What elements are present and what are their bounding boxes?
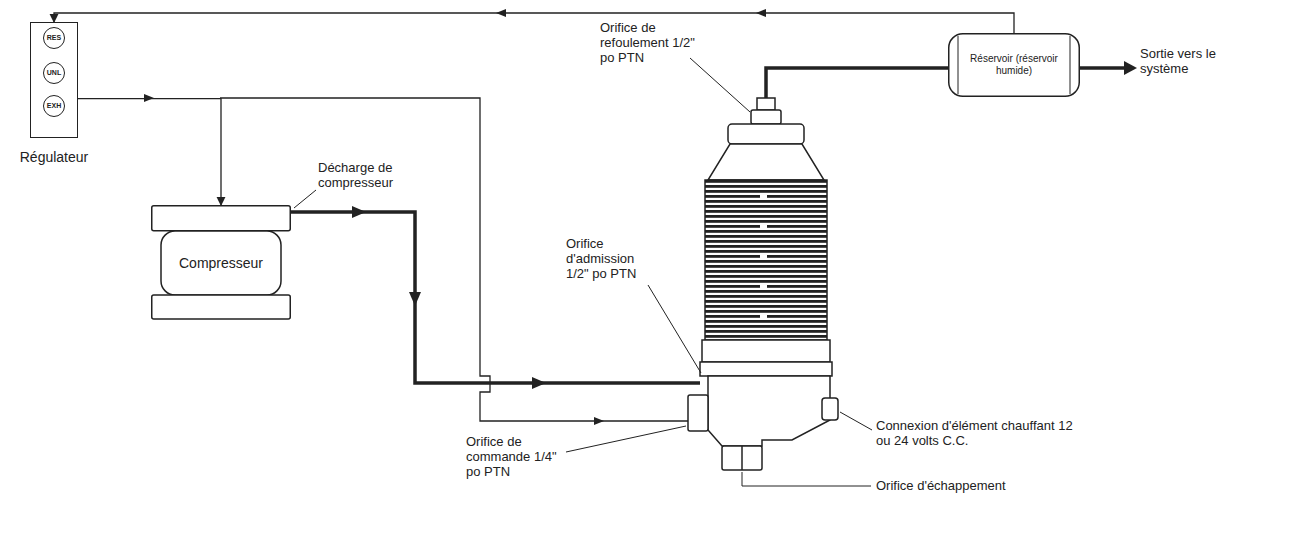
flow-arrow <box>1124 61 1137 75</box>
port-circle: RES <box>43 27 65 49</box>
dryer-cap <box>708 144 824 180</box>
port-code: RES <box>47 34 61 42</box>
regulator-heading: Régulateur <box>20 149 89 165</box>
flow-arrow <box>532 377 546 389</box>
delivery-line <box>766 68 948 100</box>
port-label: Orifice de refoulement 1/2" po PTN <box>600 20 700 65</box>
dryer-cap <box>728 124 804 144</box>
dryer-base <box>702 340 830 362</box>
control-port <box>688 395 708 431</box>
exhaust-port <box>722 446 762 470</box>
air-line <box>78 99 221 205</box>
connector-label: Connexion d'élément chauffant 12 ou 24 v… <box>876 418 1076 448</box>
compressor-label: Compresseur <box>179 255 263 271</box>
dryer-housing <box>708 376 830 446</box>
flow-arrow <box>594 417 604 425</box>
port-code: UNL <box>47 69 61 77</box>
system-line <box>1080 66 1126 70</box>
port-nut <box>757 98 775 110</box>
port-label: Orifice d'admission 1/2" po PTN <box>566 236 650 281</box>
compressor: Compresseur <box>151 205 291 320</box>
port-label: Décharge de compresseur <box>318 160 408 190</box>
leader-lines <box>294 58 872 486</box>
regulator-box: RégulateurRESUNLEXH <box>30 22 78 138</box>
flow-arrow <box>409 292 421 306</box>
air-dryer <box>688 98 838 470</box>
port-code: EXH <box>47 102 61 110</box>
flow-arrow <box>352 206 366 218</box>
air-line <box>54 13 1014 33</box>
port-label: Orifice d'échappement <box>876 478 1046 493</box>
dryer-base <box>700 362 832 376</box>
reservoir-tank: Réservoir (réservoir humide) <box>948 33 1080 97</box>
port-circle: EXH <box>43 95 65 117</box>
tank-label: Réservoir (réservoir humide) <box>968 53 1060 77</box>
port-nut <box>751 110 781 124</box>
control-line <box>220 98 688 421</box>
port-label: Orifice de commande 1/4" po PTN <box>466 434 570 479</box>
cooling-fins <box>705 180 827 340</box>
port-circle: UNL <box>43 62 65 84</box>
output-label: Sortie vers le système <box>1140 46 1250 76</box>
discharge-line <box>291 212 700 383</box>
heater-connector <box>822 398 838 420</box>
